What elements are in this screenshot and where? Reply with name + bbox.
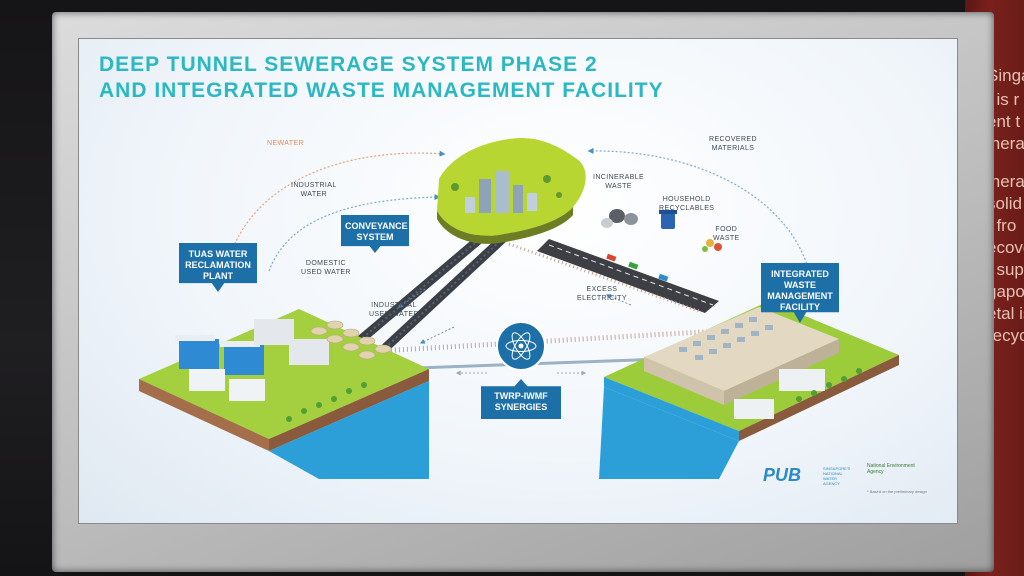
preliminary-design-footnote: * Based on the preliminary design — [867, 489, 927, 494]
wall-text-line: gapo — [987, 282, 1024, 301]
diagram-title-line2: AND INTEGRATED WASTE MANAGEMENT FACILITY — [99, 79, 664, 102]
newater-label: NEWATER — [267, 140, 305, 147]
diagram-title-line1: DEEP TUNNEL SEWERAGE SYSTEM PHASE 2 — [99, 53, 598, 76]
newater-arc — [228, 150, 446, 260]
waste-road — [537, 239, 719, 313]
electricity-line — [508, 242, 700, 313]
wall-text-line: ent t — [987, 112, 1021, 131]
food-waste-label: FOOD WASTE — [713, 226, 740, 242]
pub-logo: PUB — [763, 465, 802, 485]
tuas-plant — [139, 309, 429, 479]
household-recyclables-label: HOUSEHOLD RECYCLABLES — [659, 196, 715, 212]
wall-text: Singa t is r ent t inera inera solid t f… — [965, 0, 1024, 576]
singapore-island — [437, 137, 586, 244]
industrial-water-arc — [268, 194, 441, 272]
wall-text-line: recycl — [987, 326, 1024, 345]
industrial-water-label: INDUSTRIAL WATER — [291, 182, 337, 198]
wall-text-line: Singa — [987, 66, 1024, 85]
atom-icon — [496, 321, 546, 371]
diagram-illustration — [139, 137, 899, 479]
pub-tagline: SINGAPORE'S NATIONAL WATER AGENCY — [823, 466, 851, 486]
wall-text-line: inera — [987, 172, 1024, 191]
wall-text-line: solid — [987, 194, 1022, 213]
industrial-used-water-label: INDUSTRIAL USED WATER — [369, 302, 419, 318]
iwmf-callout: INTEGRATED WASTE MANAGEMENT FACILITY — [761, 263, 839, 323]
wall-text-line: etal is — [987, 304, 1024, 323]
agency-logos: PUB SINGAPORE'S NATIONAL WATER AGENCY Na… — [763, 459, 935, 501]
wall-text-line: inera — [987, 134, 1024, 153]
iwmf-plant — [599, 301, 899, 479]
recovered-materials-label: RECOVERED MATERIALS — [709, 136, 757, 152]
wall-text-line: t is r — [987, 90, 1020, 109]
nea-logo: National Environment Agency — [867, 463, 915, 475]
incinerable-waste-label: INCINERABLE WASTE — [593, 174, 645, 190]
wall-text-line: t fro — [987, 216, 1017, 235]
domestic-used-water-label: DOMESTIC USED WATER — [301, 260, 351, 276]
waste-icons — [601, 209, 722, 252]
wall-text-line: ecove — [987, 238, 1024, 257]
display-screen: DEEP TUNNEL SEWERAGE SYSTEM PHASE 2 AND … — [78, 38, 958, 524]
wall-text-line: t sup — [987, 260, 1024, 279]
recovered-materials-arc — [587, 147, 812, 280]
excess-electricity-label: EXCESS ELECTRICITY — [577, 286, 627, 302]
